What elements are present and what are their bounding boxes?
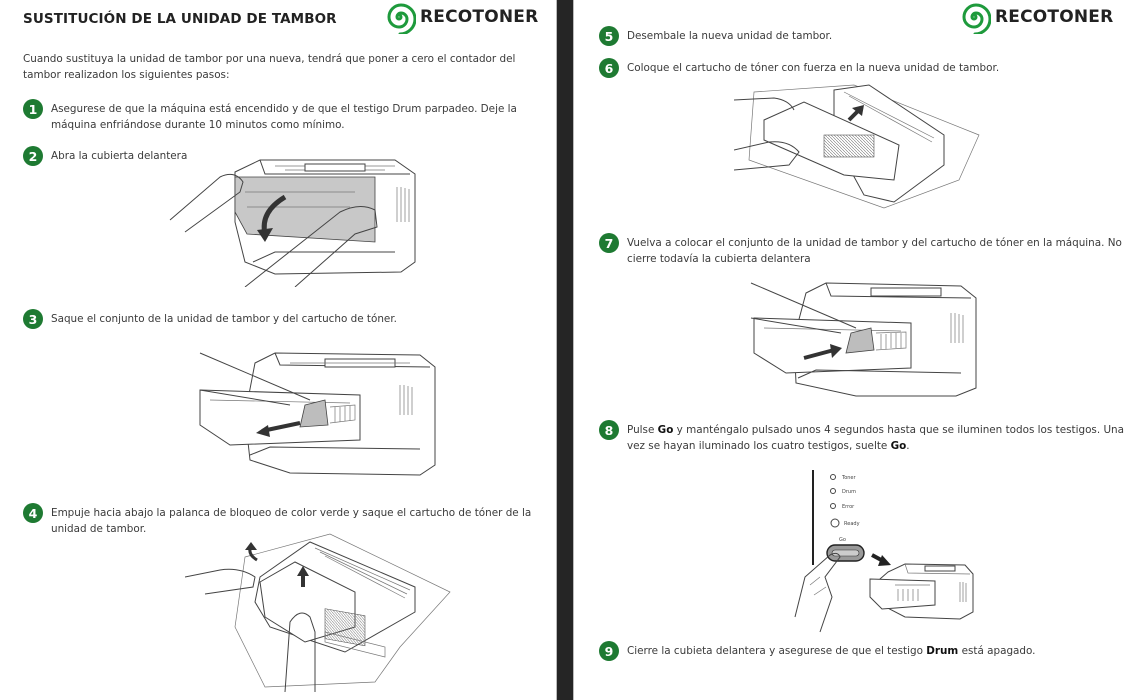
- press-go-button-illustration: Toner Drum Error Ready Go: [790, 467, 980, 637]
- step-number-badge: 5: [599, 26, 619, 46]
- step-text: Pulse Go y manténgalo pulsado unos 4 seg…: [627, 424, 1125, 452]
- step-number-badge: 6: [599, 58, 619, 78]
- step-number-badge: 2: [23, 146, 43, 166]
- led-ready-icon: [830, 518, 840, 528]
- document-title: SUSTITUCIÓN DE LA UNIDAD DE TAMBOR: [23, 11, 337, 27]
- step-text: Asegurese de que la máquina está encendi…: [51, 103, 517, 131]
- step-2: 2 Abra la cubierta delantera: [23, 146, 223, 166]
- separate-toner-from-drum-illustration: [185, 532, 455, 700]
- brand-logo: RECOTONER: [957, 0, 1113, 34]
- intro-paragraph: Cuando sustituya la unidad de tambor por…: [23, 53, 516, 81]
- reinstall-drum-assembly-illustration: [746, 278, 981, 398]
- step-text: Empuje hacia abajo la palanca de bloqueo…: [51, 507, 532, 535]
- brand-logo: RECOTONER: [382, 0, 538, 34]
- step-number-badge: 7: [599, 233, 619, 253]
- led-error-icon: [830, 503, 836, 509]
- led-label-ready: Ready: [844, 521, 860, 527]
- led-label-error: Error: [842, 504, 855, 510]
- printer-open-front-cover-illustration: [165, 152, 425, 287]
- step-3: 3 Saque el conjunto de la unidad de tamb…: [23, 309, 543, 329]
- step-text: Coloque el cartucho de tóner con fuerza …: [627, 62, 1000, 74]
- led-toner-icon: [830, 474, 836, 480]
- step-text: Desembale la nueva unidad de tambor.: [627, 30, 833, 42]
- document-page-left: SUSTITUCIÓN DE LA UNIDAD DE TAMBOR RECOT…: [0, 0, 556, 700]
- step-5: 5 Desembale la nueva unidad de tambor.: [599, 26, 959, 46]
- step-1: 1 Asegurese de que la máquina está encen…: [23, 99, 538, 133]
- step-number-badge: 4: [23, 503, 43, 523]
- green-spiral-icon: [962, 3, 991, 34]
- step-text: Cierre la cubieta delantera y asegurese …: [627, 645, 1036, 657]
- step-6: 6 Coloque el cartucho de tóner con fuerz…: [599, 58, 1119, 78]
- step-text: Abra la cubierta delantera: [51, 150, 188, 162]
- step-9: 9 Cierre la cubieta delantera y asegures…: [599, 641, 1129, 661]
- brand-name: RECOTONER: [420, 7, 539, 27]
- step-number-badge: 3: [23, 309, 43, 329]
- step-number-badge: 8: [599, 420, 619, 440]
- step-4: 4 Empuje hacia abajo la palanca de bloqu…: [23, 503, 543, 537]
- led-label-drum: Drum: [842, 489, 856, 495]
- led-drum-icon: [830, 488, 836, 494]
- led-label-toner: Toner: [841, 475, 857, 481]
- step-number-badge: 9: [599, 641, 619, 661]
- step-8: 8 Pulse Go y manténgalo pulsado unos 4 s…: [599, 420, 1129, 454]
- step-7: 7 Vuelva a colocar el conjunto de la uni…: [599, 233, 1129, 267]
- document-page-right: RECOTONER 5 Desembale la nueva unidad de…: [574, 0, 1129, 700]
- green-spiral-icon: [387, 3, 416, 34]
- step-number-badge: 1: [23, 99, 43, 119]
- step-text: Saque el conjunto de la unidad de tambor…: [51, 313, 397, 325]
- brand-name: RECOTONER: [995, 7, 1114, 27]
- step-text: Vuelva a colocar el conjunto de la unida…: [627, 237, 1122, 265]
- remove-drum-toner-assembly-illustration: [190, 345, 440, 480]
- insert-toner-into-drum-illustration: [734, 80, 994, 210]
- go-button-label: Go: [839, 537, 846, 543]
- page-divider: [556, 0, 574, 700]
